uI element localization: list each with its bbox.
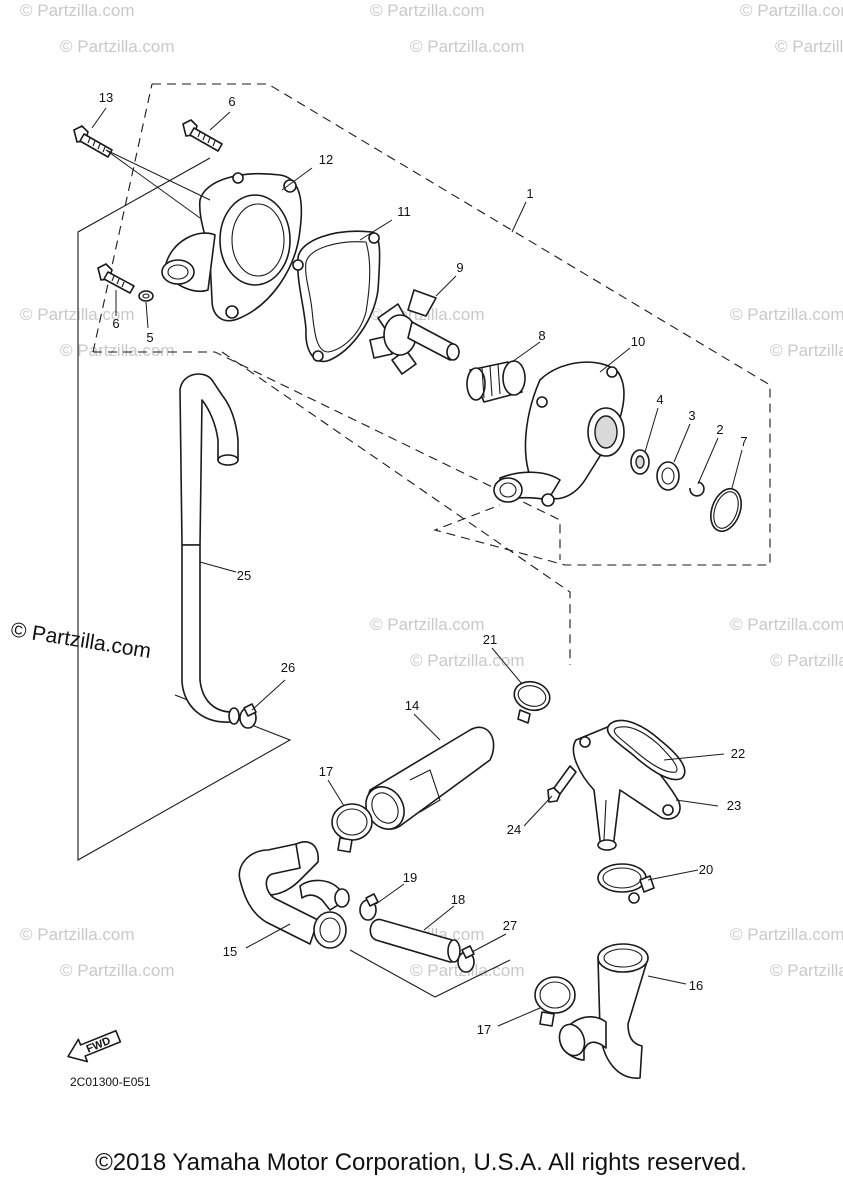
bolt-13 — [73, 125, 113, 158]
callout-1: 1 — [526, 186, 533, 201]
bolt-6-lower — [97, 263, 135, 294]
watermark-layer: © Partzilla.com © Partzilla.com © Partzi… — [9, 1, 843, 980]
watermark: © Partzilla.com — [20, 925, 135, 944]
watermark: © Partzilla.com — [770, 341, 843, 360]
pump-cover-12 — [161, 172, 303, 322]
outlet-boundary — [221, 351, 571, 665]
circlip-2 — [689, 481, 705, 497]
watermark: © Partzilla.com — [20, 1, 135, 20]
reference-outline-lower — [349, 949, 511, 998]
clamp-19 — [359, 893, 379, 921]
callout-23: 23 — [727, 798, 741, 813]
watermark: © Partzilla.com — [60, 341, 175, 360]
watermark: © Partzilla.com — [410, 651, 525, 670]
clamp-27 — [457, 945, 475, 973]
gasket-11 — [292, 230, 381, 363]
seal-8 — [466, 360, 526, 403]
oil-seal-3 — [656, 461, 680, 491]
watermark: © Partzilla.com — [770, 651, 843, 670]
callout-11: 11 — [397, 204, 411, 219]
callout-20: 20 — [699, 862, 713, 877]
pump-housing-10 — [493, 361, 625, 507]
callout-5: 5 — [146, 330, 153, 345]
watermark: © Partzilla.com — [60, 37, 175, 56]
callout-17: 17 — [477, 1022, 491, 1037]
callout-14: 14 — [405, 698, 419, 713]
callout-6: 6 — [112, 316, 119, 331]
fwd-arrow-icon: FWD — [67, 1029, 122, 1063]
callout-22: 22 — [731, 746, 745, 761]
impeller-9 — [369, 289, 460, 375]
callout-10: 10 — [631, 334, 645, 349]
callout-25: 25 — [237, 568, 251, 583]
callout-6: 6 — [228, 94, 235, 109]
clamp-26 — [239, 703, 257, 729]
watermark: © Partzilla.com — [370, 1, 485, 20]
fwd-label: FWD — [85, 1035, 113, 1056]
bolt-6-upper — [182, 119, 223, 152]
watermark: © Partzilla.com — [730, 925, 843, 944]
o-ring-7 — [710, 487, 742, 533]
washer-5 — [138, 290, 154, 302]
watermark: © Partzilla.com — [410, 37, 525, 56]
callout-24: 24 — [507, 822, 521, 837]
callout-27: 27 — [503, 918, 517, 933]
watermark-large: © Partzilla.com — [9, 618, 152, 663]
watermark: © Partzilla.com — [20, 305, 135, 324]
callout-7: 7 — [740, 434, 747, 449]
callout-17: 17 — [319, 764, 333, 779]
hose-16 — [558, 943, 649, 1079]
callout-2: 2 — [716, 422, 723, 437]
callout-3: 3 — [688, 408, 695, 423]
watermark: © Partzilla.com — [730, 615, 843, 634]
callout-13: 13 — [99, 90, 113, 105]
callout-26: 26 — [281, 660, 295, 675]
watermark: © Partzilla.com — [60, 961, 175, 980]
hose-15 — [238, 841, 350, 949]
watermark: © Partzilla.com — [370, 615, 485, 634]
callout-15: 15 — [223, 944, 237, 959]
hose-18 — [369, 918, 461, 963]
clamp-17-upper — [331, 803, 373, 853]
diagram-code: 2C01300-E051 — [70, 1075, 151, 1089]
assembly-boundary — [92, 83, 771, 566]
callout-21: 21 — [483, 632, 497, 647]
hose-14 — [365, 726, 495, 830]
clamp-17-lower — [534, 976, 576, 1027]
watermark: © Partzilla.com — [740, 1, 843, 20]
callout-16: 16 — [689, 978, 703, 993]
callout-4: 4 — [656, 392, 663, 407]
callout-18: 18 — [451, 892, 465, 907]
copyright-notice: ©2018 Yamaha Motor Corporation, U.S.A. A… — [95, 1149, 747, 1176]
callout-8: 8 — [538, 328, 545, 343]
callout-9: 9 — [456, 260, 463, 275]
leader-lines — [91, 107, 743, 1027]
clamp-21 — [513, 680, 551, 724]
hose-25 — [179, 373, 240, 725]
callout-19: 19 — [403, 870, 417, 885]
clamp-20 — [597, 863, 655, 904]
watermark: © Partzilla.com — [770, 961, 843, 980]
watermark: © Partzilla.com — [775, 37, 843, 56]
thermostat-cover-23 — [572, 725, 681, 851]
callout-labels: 13 6 12 11 1 9 8 10 4 3 2 7 6 5 25 26 21… — [99, 90, 748, 1037]
callout-12: 12 — [319, 152, 333, 167]
gasket-22 — [606, 719, 686, 781]
watermark: © Partzilla.com — [730, 305, 843, 324]
bolt-24 — [547, 765, 577, 803]
